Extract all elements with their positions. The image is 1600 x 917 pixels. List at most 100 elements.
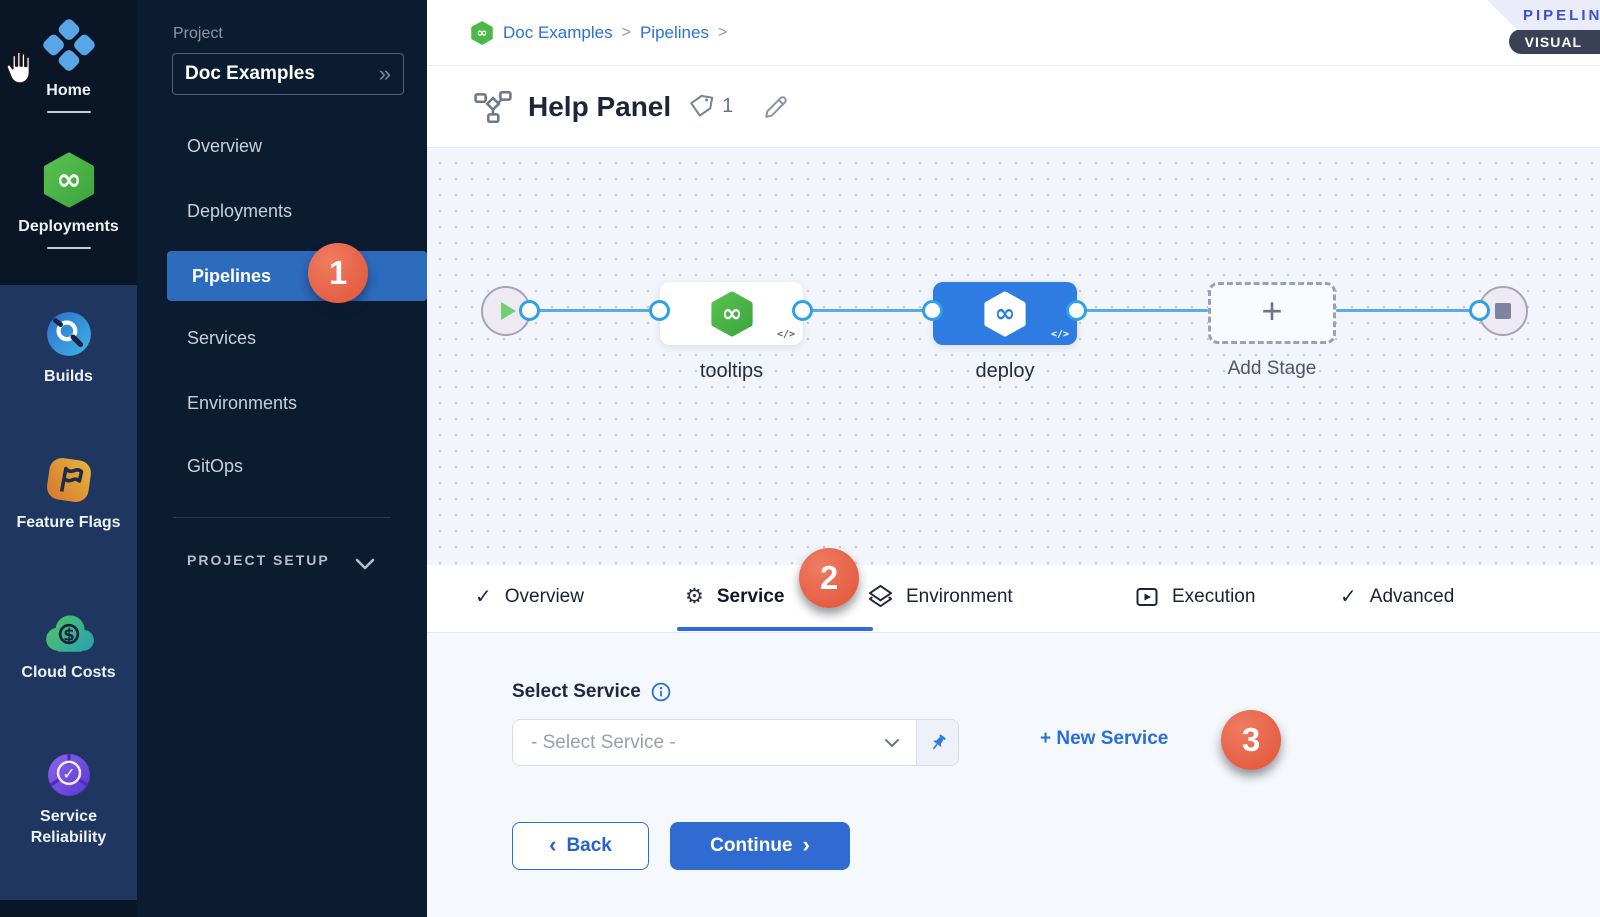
new-service-link[interactable]: + New Service [1040, 728, 1168, 750]
connector-line [1336, 309, 1480, 312]
connector-port[interactable] [792, 300, 813, 321]
connector-port[interactable] [519, 300, 540, 321]
chevron-down-icon [885, 738, 899, 747]
stage-tab-bar: ✓ Overview ⚙ Service Environment Executi… [427, 565, 1600, 633]
tab-advanced[interactable]: ✓ Advanced [1340, 565, 1454, 628]
module-rail: Home ∞ Deployments Builds [0, 0, 137, 917]
active-tab-underline [677, 627, 873, 631]
breadcrumb-link-project[interactable]: Doc Examples [503, 22, 613, 42]
cd-hexagon-icon: ∞ [710, 290, 753, 337]
tag-icon[interactable] [687, 93, 714, 120]
tab-environment[interactable]: Environment [868, 565, 1013, 628]
rail-item-service-reliability[interactable]: ✓ Service Reliability [0, 752, 137, 848]
continue-button[interactable]: Continue › [670, 822, 850, 870]
code-view-icon[interactable]: </> [1050, 329, 1069, 340]
rail-item-feature-flags[interactable]: Feature Flags [0, 456, 137, 533]
double-chevron-icon: » [378, 61, 391, 86]
pin-icon [932, 734, 946, 749]
nav-item-environments[interactable]: Environments [187, 393, 298, 413]
tag-count: 1 [722, 95, 734, 117]
project-setup-toggle[interactable]: PROJECT SETUP [187, 552, 330, 568]
ci-search-icon [46, 312, 91, 356]
callout-badge-3-number: 3 [1241, 721, 1261, 758]
back-button[interactable]: ‹ Back [512, 822, 649, 870]
chevron-down-icon[interactable] [355, 558, 375, 570]
rail-item-home[interactable]: Home [0, 18, 137, 113]
svg-text:$: $ [63, 625, 75, 644]
add-stage-button[interactable]: + [1208, 282, 1336, 344]
tab-overview-label: Overview [504, 585, 584, 607]
mouse-cursor-hand [0, 50, 38, 93]
visual-yaml-toggle[interactable]: VISUAL [1508, 29, 1600, 54]
rail-item-deployments[interactable]: ∞ Deployments [0, 152, 137, 249]
connector-line [803, 309, 933, 312]
nav-item-overview[interactable]: Overview [187, 136, 263, 156]
rail-label-builds: Builds [44, 368, 93, 385]
new-service-label: + New Service [1040, 728, 1169, 749]
rail-item-cloud-costs[interactable]: $ Cloud Costs [0, 612, 137, 683]
connector-port[interactable] [1066, 300, 1087, 321]
chevron-right-icon: › [802, 832, 810, 857]
nav-item-services[interactable]: Services [187, 328, 257, 348]
cd-hexagon-icon: ∞ [471, 20, 493, 45]
rail-label-deployments: Deployments [18, 218, 119, 235]
breadcrumb: ∞ Doc Examples > Pipelines > [427, 0, 1600, 66]
breadcrumb-separator: > [717, 23, 728, 41]
reliability-check-icon: ✓ [47, 754, 90, 796]
tab-overview[interactable]: ✓ Overview [475, 565, 584, 628]
pipeline-canvas[interactable]: ∞ </> tooltips ∞ </> deploy + Add Stage [427, 148, 1600, 565]
service-tab-panel: Select Service - Select Service - [427, 633, 1600, 917]
svg-text:∞: ∞ [477, 26, 488, 41]
chevron-left-icon: ‹ [549, 832, 557, 857]
nav-item-gitops[interactable]: GitOps [187, 456, 244, 476]
svg-text:∞: ∞ [995, 298, 1016, 327]
project-setup-label: PROJECT SETUP [187, 552, 330, 568]
svg-text:✓: ✓ [62, 764, 75, 783]
edit-pencil-icon[interactable] [763, 94, 789, 120]
back-button-label: Back [566, 835, 612, 856]
connector-port[interactable] [1469, 300, 1490, 321]
rail-item-builds[interactable]: Builds [0, 310, 137, 387]
rail-label-feature-flags: Feature Flags [16, 514, 121, 531]
svg-text:∞: ∞ [721, 298, 742, 327]
project-name: Doc Examples [185, 63, 315, 84]
flag-icon [46, 458, 91, 502]
breadcrumb-separator: > [621, 23, 631, 41]
page-title: Help Panel [528, 90, 672, 122]
plus-icon: + [1261, 290, 1283, 331]
callout-badge-1: 1 [308, 243, 368, 303]
pin-button[interactable] [916, 720, 958, 765]
select-service-placeholder: - Select Service - [531, 731, 676, 753]
nav-item-pipelines-label: Pipelines [192, 266, 272, 286]
stop-icon [1495, 303, 1511, 319]
tab-execution[interactable]: Execution [1135, 565, 1255, 628]
cd-hexagon-icon: ∞ [43, 152, 94, 208]
code-view-icon[interactable]: </> [776, 329, 795, 340]
connector-port[interactable] [649, 300, 670, 321]
select-service-dropdown[interactable]: - Select Service - [512, 719, 959, 766]
stage-node-tooltips[interactable]: ∞ </> [660, 282, 803, 345]
visual-toggle-label: VISUAL [1524, 33, 1582, 50]
stage-node-deploy[interactable]: ∞ </> [933, 282, 1077, 345]
tab-service[interactable]: ⚙ Service [685, 565, 784, 628]
project-selector[interactable]: Doc Examples » [172, 53, 404, 95]
add-stage-label: Add Stage [1227, 358, 1317, 379]
gear-icon: ⚙ [685, 585, 704, 608]
connector-port[interactable] [922, 300, 943, 321]
cloud-dollar-icon: $ [45, 615, 94, 652]
breadcrumb-link-pipelines[interactable]: Pipelines [639, 22, 709, 42]
deployments-active-indicator [46, 247, 91, 249]
nav-item-deployments[interactable]: Deployments [187, 201, 293, 221]
tab-advanced-label: Advanced [1369, 585, 1455, 607]
check-icon: ✓ [1340, 586, 1357, 608]
check-icon: ✓ [475, 586, 492, 608]
layers-icon [868, 584, 893, 608]
tab-service-label: Service [716, 585, 785, 607]
nav-divider [173, 517, 391, 518]
info-icon[interactable] [651, 682, 671, 702]
nav-item-pipelines[interactable]: Pipelines [167, 251, 427, 301]
connector-line [1077, 309, 1208, 312]
pipeline-title-row: Help Panel 1 [427, 66, 1600, 148]
stage-label-deploy: deploy [975, 360, 1035, 382]
play-box-icon [1136, 587, 1158, 606]
